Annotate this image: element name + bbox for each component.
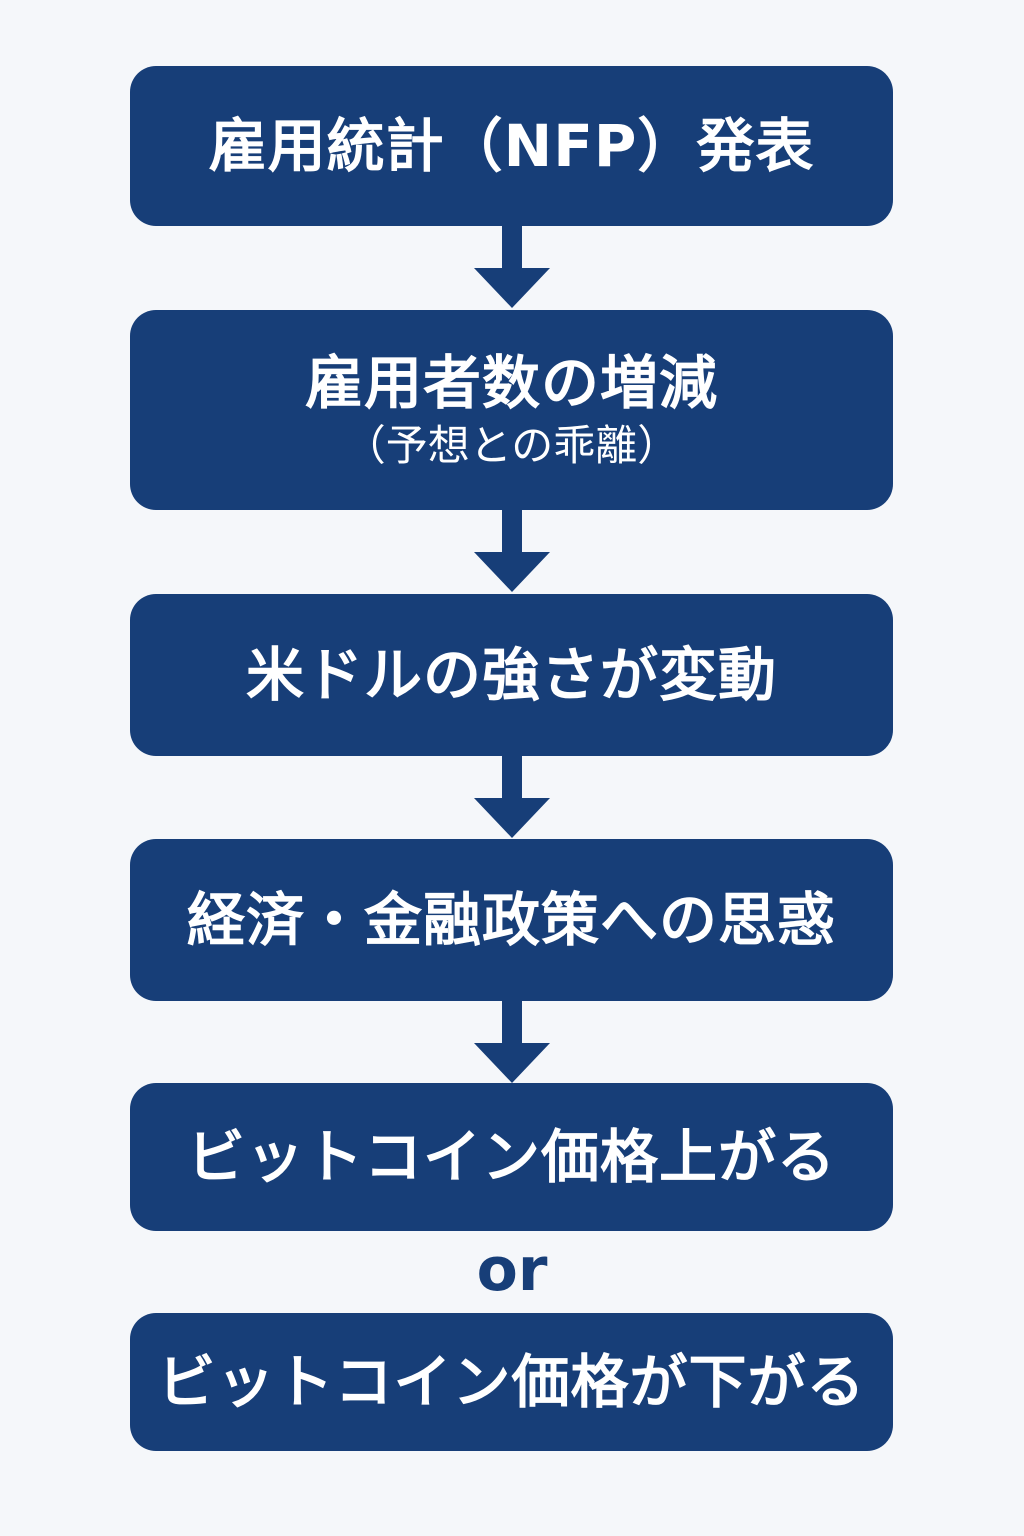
- down-arrow-icon: [474, 1001, 550, 1085]
- step-usd-strength-label: 米ドルの強さが変動: [245, 640, 777, 709]
- down-arrow-icon: [474, 756, 550, 840]
- down-arrow-icon: [474, 510, 550, 594]
- step-employment-change: 雇用者数の増減 （予想との乖離）: [130, 310, 893, 510]
- outcome-price-down-label: ビットコイン価格が下がる: [157, 1347, 866, 1416]
- outcome-price-down: ビットコイン価格が下がる: [130, 1313, 893, 1451]
- step-employment-change-sublabel: （予想との乖離）: [343, 421, 680, 471]
- outcome-price-up-label: ビットコイン価格上がる: [186, 1122, 836, 1191]
- step-nfp-release-label: 雇用統計（NFP）発表: [208, 111, 815, 180]
- step-policy-expectations-label: 経済・金融政策への思惑: [186, 885, 836, 954]
- step-nfp-release: 雇用統計（NFP）発表: [130, 66, 893, 226]
- outcome-price-up: ビットコイン価格上がる: [130, 1083, 893, 1231]
- step-employment-change-label: 雇用者数の増減: [304, 348, 718, 417]
- down-arrow-icon: [474, 226, 550, 310]
- step-usd-strength: 米ドルの強さが変動: [130, 594, 893, 756]
- or-connector: or: [476, 1235, 548, 1305]
- step-policy-expectations: 経済・金融政策への思惑: [130, 839, 893, 1001]
